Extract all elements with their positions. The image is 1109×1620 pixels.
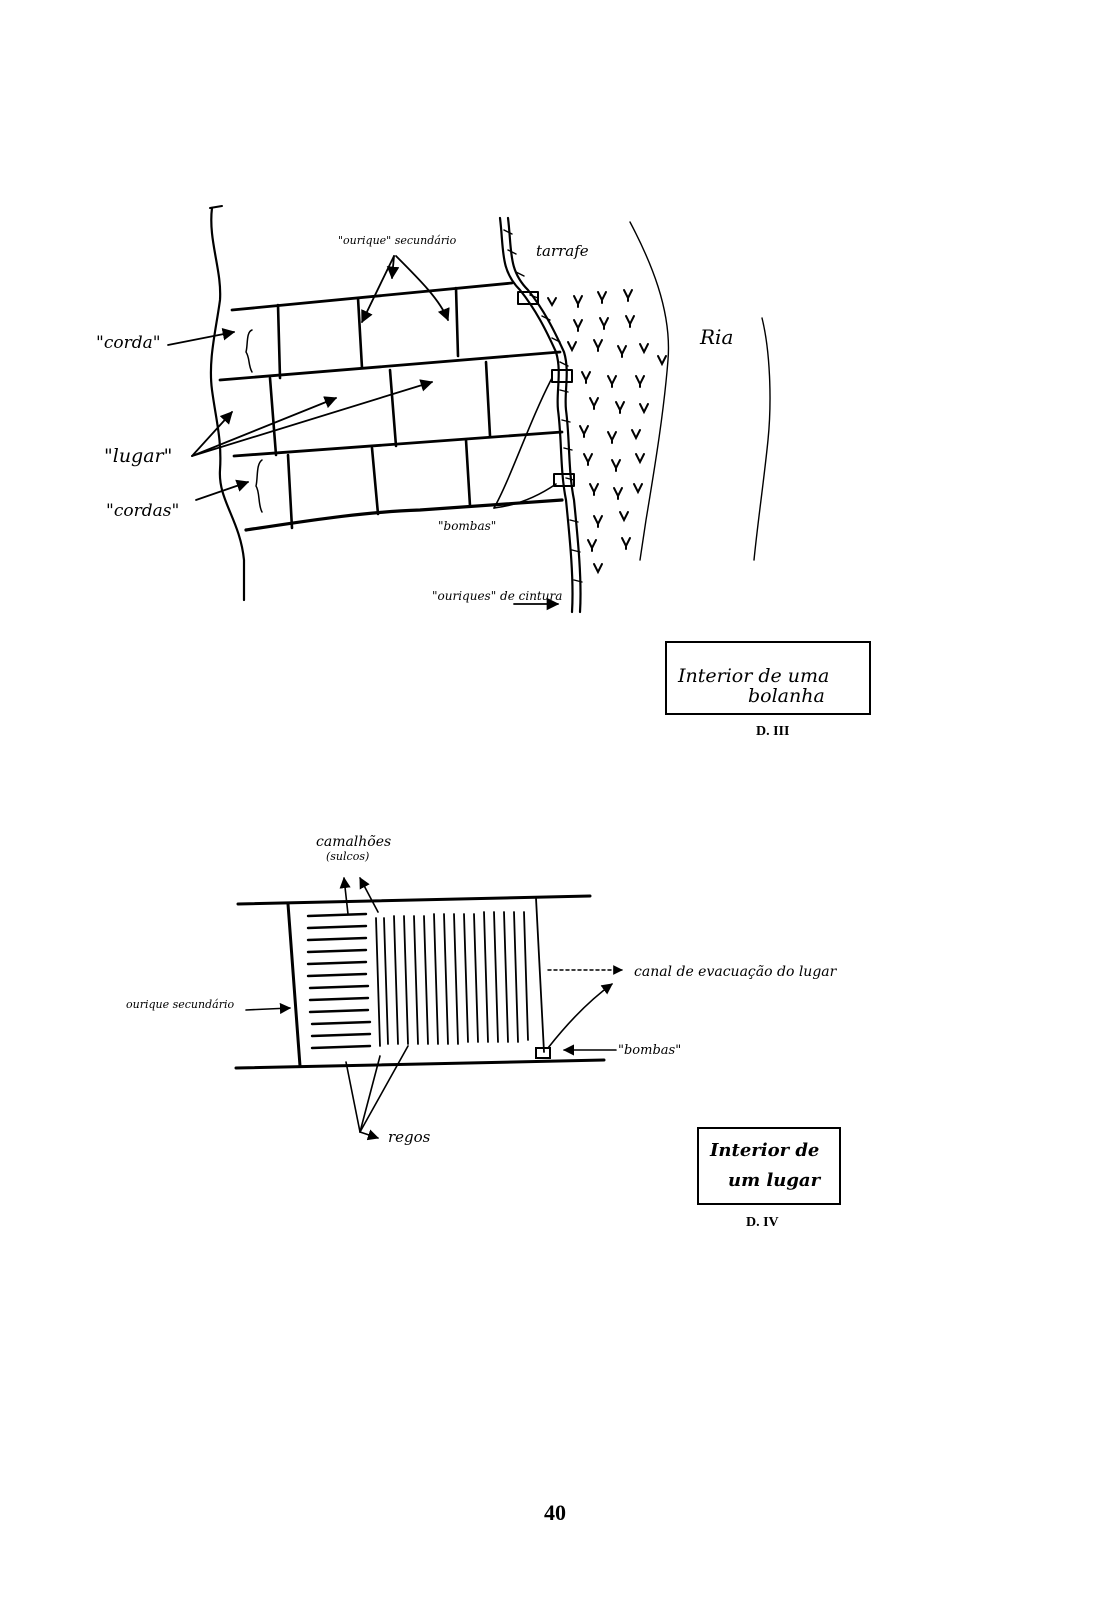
bomba-3 <box>553 473 575 487</box>
lugar-bottom-border <box>234 1058 606 1070</box>
corda-line-4 <box>244 498 564 532</box>
caption-box-d3 <box>665 641 871 715</box>
bomba-lugar <box>535 1047 551 1059</box>
page-number: 40 <box>544 1500 566 1525</box>
caption-d3-line2: bolanha <box>748 685 825 707</box>
caption-d3-line1: Interior de uma <box>677 665 829 687</box>
ourique-cintura-dike <box>498 216 574 614</box>
corda-line-1 <box>230 281 514 312</box>
label-lugar: "lugar" <box>104 445 172 467</box>
bomba-2 <box>551 369 573 383</box>
label-canal: canal de evacuação do lugar <box>634 964 838 980</box>
corda-line-2 <box>218 350 562 382</box>
caption-d4-line2: um lugar <box>728 1170 822 1191</box>
label-bombas-2: "bombas" <box>618 1043 681 1058</box>
plate-d4: D. IV <box>746 1215 779 1230</box>
lugar-diagram <box>234 876 623 1141</box>
lugar-top-border <box>236 894 592 906</box>
label-tarrafe: tarrafe <box>536 242 589 260</box>
label-corda: "corda" <box>96 333 161 353</box>
caption-box-d4 <box>697 1127 841 1205</box>
label-camalhoes: camalhões <box>316 834 391 850</box>
tarrafe-vegetation <box>547 289 667 575</box>
bolanha-left-border <box>209 206 246 602</box>
label-ria: Ria <box>699 325 733 349</box>
label-ourique-secundario-2: ourique secundário <box>126 998 234 1011</box>
label-ourique-secundario-1: "ourique" secundário <box>338 234 457 247</box>
label-sulcos: (sulcos) <box>326 850 369 863</box>
label-regos: regos <box>388 1128 431 1146</box>
label-cordas: "cordas" <box>106 501 179 521</box>
plate-d3: D. III <box>756 724 789 739</box>
label-ourique-cintura: "ouriques" de cintura <box>432 589 562 603</box>
label-bombas-1: "bombas" <box>438 519 496 533</box>
bolanha-diagram <box>167 205 771 614</box>
caption-d4-line1: Interior de <box>709 1140 819 1161</box>
bomba-1 <box>517 291 539 305</box>
corda-line-3 <box>232 430 564 458</box>
